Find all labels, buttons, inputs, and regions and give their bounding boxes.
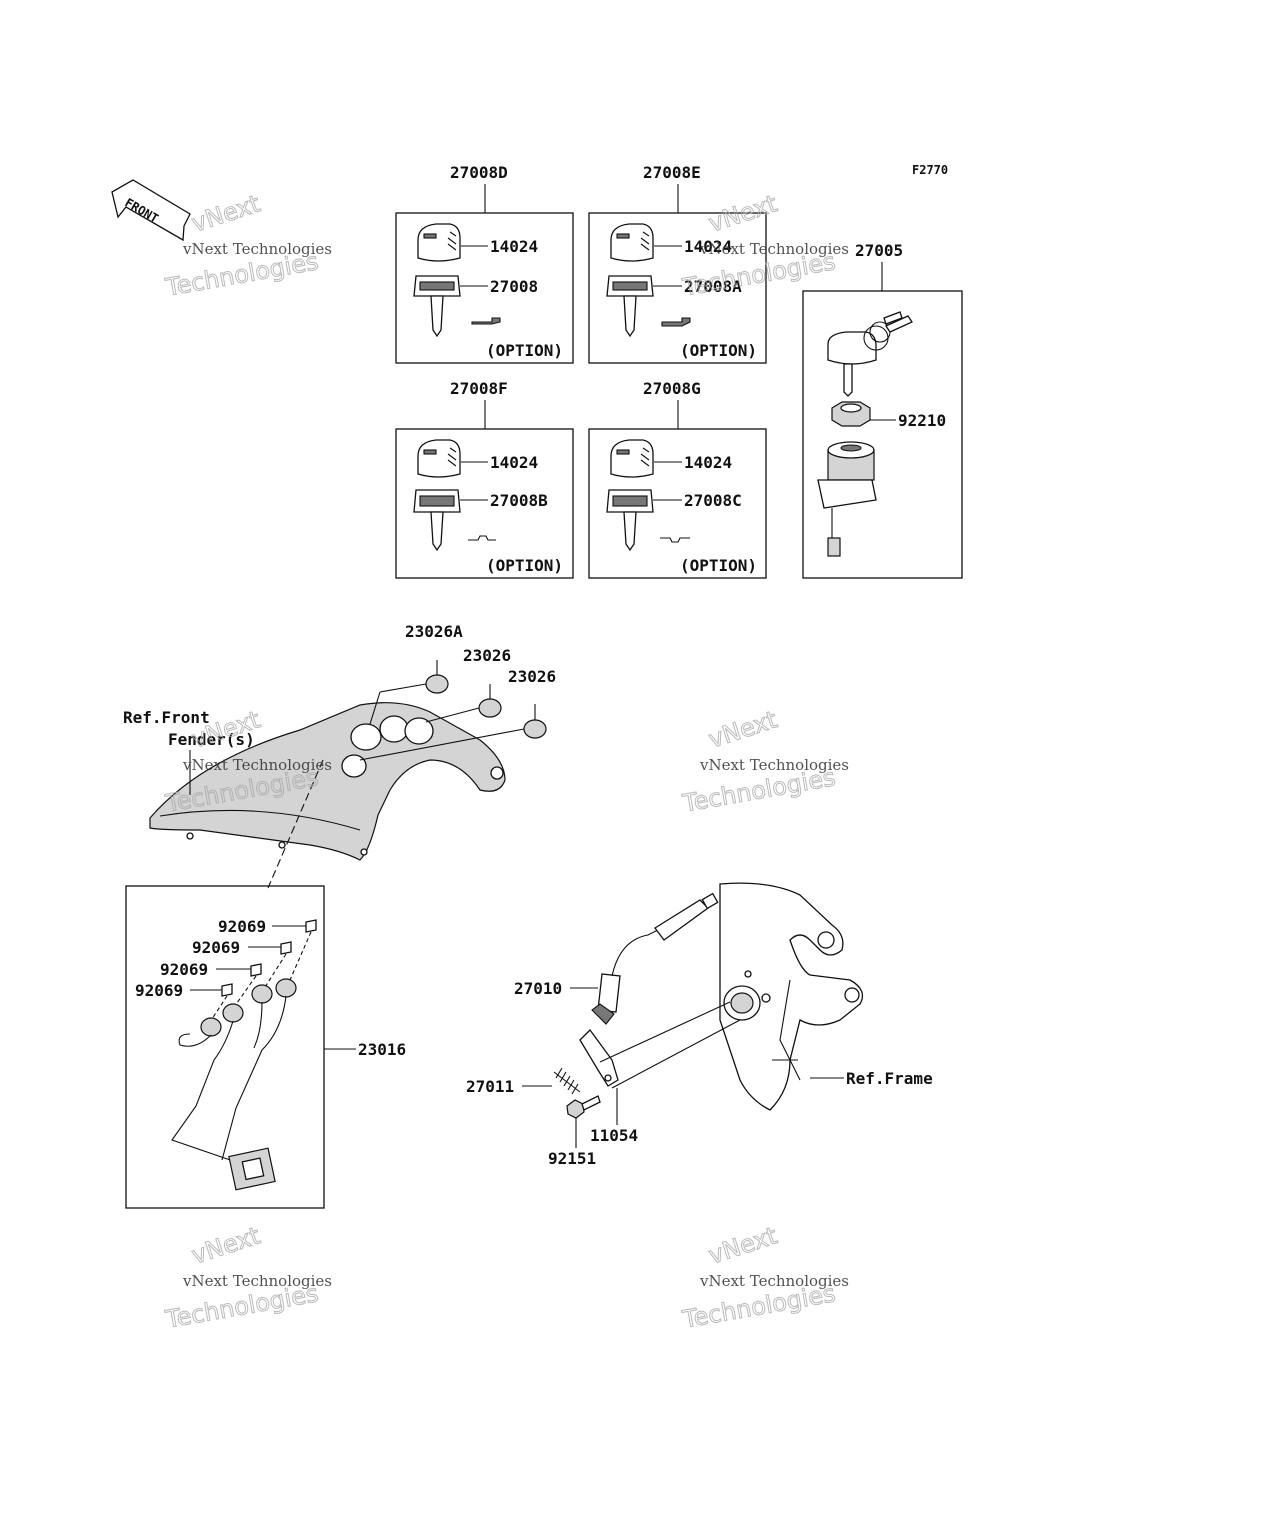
bracket-label: 11054 bbox=[590, 1126, 638, 1145]
key-icon bbox=[413, 275, 461, 338]
svg-text:vNext: vNext bbox=[188, 1221, 263, 1269]
key-profile-icon bbox=[468, 535, 496, 541]
cap-2-label: 23026 bbox=[508, 667, 556, 686]
cap-a-label: 23026A bbox=[405, 622, 463, 641]
switch-code: 27005 bbox=[855, 241, 903, 260]
ref-front-fender-line2: Fender(s) bbox=[168, 730, 255, 749]
svg-text:vNext: vNext bbox=[188, 189, 263, 237]
set-f-key-label: 27008B bbox=[490, 491, 548, 510]
set-g-cap-label: 14024 bbox=[684, 453, 732, 472]
harness-23016[interactable]: 23016 bbox=[125, 885, 406, 1209]
seat-lock-cable-27010[interactable] bbox=[591, 892, 719, 1025]
bolt-label: 92151 bbox=[548, 1149, 596, 1168]
key-set-27008g[interactable]: 27008G 14024 27008C (OPTION) bbox=[588, 379, 767, 579]
key-profile-icon bbox=[471, 317, 501, 325]
ignition-switch-27005[interactable]: 27005 92210 bbox=[802, 241, 963, 579]
set-g-option: (OPTION) bbox=[680, 556, 757, 575]
key-icon bbox=[606, 489, 654, 552]
bolt-92151[interactable] bbox=[566, 1095, 601, 1119]
switch-body-icon bbox=[817, 441, 877, 557]
harness-wires-icon bbox=[171, 978, 297, 1191]
set-f-code: 27008F bbox=[450, 379, 508, 398]
svg-text:vNext: vNext bbox=[705, 705, 780, 753]
set-d-option: (OPTION) bbox=[486, 341, 563, 360]
lock-cable-label: 27010 bbox=[514, 979, 562, 998]
svg-text:vNext Technologies: vNext Technologies bbox=[699, 240, 849, 258]
key-icon bbox=[606, 275, 654, 338]
key-profile-icon bbox=[661, 317, 691, 327]
svg-text:vNext Technologies: vNext Technologies bbox=[182, 1272, 332, 1290]
set-d-code: 27008D bbox=[450, 163, 508, 182]
key-icon bbox=[413, 489, 461, 552]
frame-assembly bbox=[719, 882, 864, 1111]
key-set-27008d[interactable]: 27008D 14024 27008 (OPTION) bbox=[395, 163, 574, 364]
harness-label: 23016 bbox=[358, 1040, 406, 1059]
set-e-option: (OPTION) bbox=[680, 341, 757, 360]
spring-27011[interactable] bbox=[553, 1067, 581, 1095]
bracket-11054[interactable] bbox=[579, 1001, 741, 1089]
svg-text:vNext Technologies: vNext Technologies bbox=[699, 756, 849, 774]
key-cap-icon bbox=[827, 311, 913, 397]
terminal-label-2: 92069 bbox=[192, 938, 240, 957]
key-cap-icon bbox=[417, 439, 461, 478]
set-e-code: 27008E bbox=[643, 163, 701, 182]
key-cap-icon bbox=[610, 439, 654, 478]
front-fender bbox=[149, 702, 506, 861]
set-g-key-label: 27008C bbox=[684, 491, 742, 510]
terminal-label-4: 92069 bbox=[135, 981, 183, 1000]
spring-label: 27011 bbox=[466, 1077, 514, 1096]
set-e-key-label: 27008A bbox=[684, 277, 742, 296]
set-f-cap-label: 14024 bbox=[490, 453, 538, 472]
svg-text:vNext Technologies: vNext Technologies bbox=[182, 756, 332, 774]
cap-1-label: 23026 bbox=[463, 646, 511, 665]
ref-front-fender-line1: Ref.Front bbox=[123, 708, 210, 727]
key-set-27008f[interactable]: 27008F 14024 27008B (OPTION) bbox=[395, 379, 574, 579]
key-cap-icon bbox=[417, 223, 461, 262]
key-cap-icon bbox=[610, 223, 654, 262]
svg-text:vNext: vNext bbox=[705, 189, 780, 237]
terminal-label-3: 92069 bbox=[160, 960, 208, 979]
svg-text:vNext Technologies: vNext Technologies bbox=[182, 240, 332, 258]
set-e-cap-label: 14024 bbox=[684, 237, 732, 256]
svg-text:vNext Technologies: vNext Technologies bbox=[699, 1272, 849, 1290]
front-arrow-icon: FRONT bbox=[111, 179, 191, 242]
rubber-caps bbox=[359, 660, 547, 761]
set-d-key-label: 27008 bbox=[490, 277, 538, 296]
set-f-option: (OPTION) bbox=[486, 556, 563, 575]
terminal-label-1: 92069 bbox=[218, 917, 266, 936]
ref-frame-label: Ref.Frame bbox=[846, 1069, 933, 1088]
set-g-code: 27008G bbox=[643, 379, 701, 398]
switch-nut-label: 92210 bbox=[898, 411, 946, 430]
nut-icon bbox=[831, 401, 871, 427]
figure-code: F2770 bbox=[912, 163, 948, 177]
wire-terminal-icons bbox=[190, 919, 317, 1023]
set-d-cap-label: 14024 bbox=[490, 237, 538, 256]
key-set-27008e[interactable]: 27008E 14024 27008A (OPTION) bbox=[588, 163, 767, 364]
svg-text:vNext: vNext bbox=[705, 1221, 780, 1269]
key-profile-icon bbox=[660, 537, 690, 543]
